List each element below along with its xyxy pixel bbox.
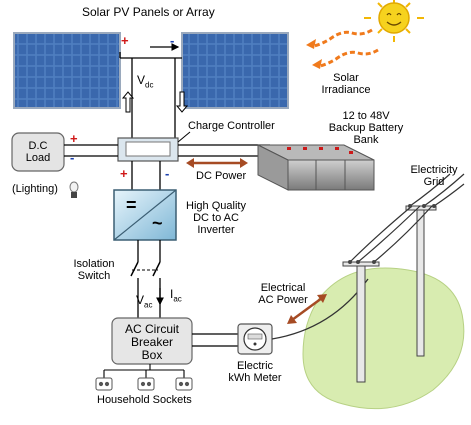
solar-panel-array <box>13 32 289 109</box>
dc-power-arrow <box>186 158 248 168</box>
panel-wiring <box>119 52 182 140</box>
household-socket-icons <box>95 377 193 391</box>
kwh-meter <box>237 323 273 355</box>
inverter-dc-symbol: = <box>126 195 137 215</box>
charge-controller-label: Charge Controller <box>188 120 275 132</box>
battery-bank <box>257 144 375 191</box>
dc-power-label: DC Power <box>196 170 247 182</box>
inverter <box>113 189 177 241</box>
grid-label: Electricity Grid <box>410 164 458 188</box>
dc-load-label: D.C Load <box>25 140 51 164</box>
grid-wires <box>349 173 465 263</box>
panel-plus-sign: + <box>121 33 129 48</box>
pole-insulators <box>348 204 436 264</box>
vac-label: Vac <box>136 293 153 310</box>
vdc-label: Vdc <box>137 73 154 90</box>
inverter-label: High Quality DC to AC Inverter <box>186 200 246 236</box>
dc-load-box <box>11 132 65 172</box>
breaker-box-label: AC Circuit Breaker Box <box>124 322 179 362</box>
dc-load-wiring <box>64 144 270 157</box>
panel-minus-sign: - <box>170 33 175 48</box>
breaker-meter-wiring <box>192 333 238 347</box>
dc-load-minus-sign: - <box>70 150 75 165</box>
vdc-current-arrows <box>121 91 189 113</box>
household-sockets-label: Household Sockets <box>97 394 192 406</box>
dc-load-plus-sign: + <box>70 131 78 146</box>
irradiance-label: Solar Irradiance <box>321 72 371 96</box>
iac-label: Iac <box>170 287 182 304</box>
dc-load-note: (Lighting) <box>12 183 58 195</box>
inverter-ac-symbol: ~ <box>152 213 163 233</box>
ac-power-label: Electrical AC Power <box>258 282 308 306</box>
sun-icon <box>364 0 424 42</box>
breaker-box <box>111 317 193 365</box>
meter-label: Electric kWh Meter <box>228 360 282 384</box>
panels-title: Solar PV Panels or Array <box>82 5 215 19</box>
inverter-plus-sign: + <box>120 166 128 181</box>
utility-poles <box>342 205 437 383</box>
socket-wiring <box>103 364 185 378</box>
inverter-minus-sign: - <box>165 166 170 181</box>
controller-inverter-wiring <box>131 161 161 190</box>
ac-power-arrow <box>287 294 327 324</box>
battery-label: 12 to 48V Backup Battery Bank <box>328 110 404 146</box>
grass-area <box>302 267 465 410</box>
isolation-switch[interactable] <box>130 261 161 277</box>
charge-controller <box>117 137 179 162</box>
irradiance-arrows <box>313 28 379 68</box>
light-bulb-icon <box>69 181 79 198</box>
isolation-switch-label: Isolation Switch <box>73 258 115 282</box>
